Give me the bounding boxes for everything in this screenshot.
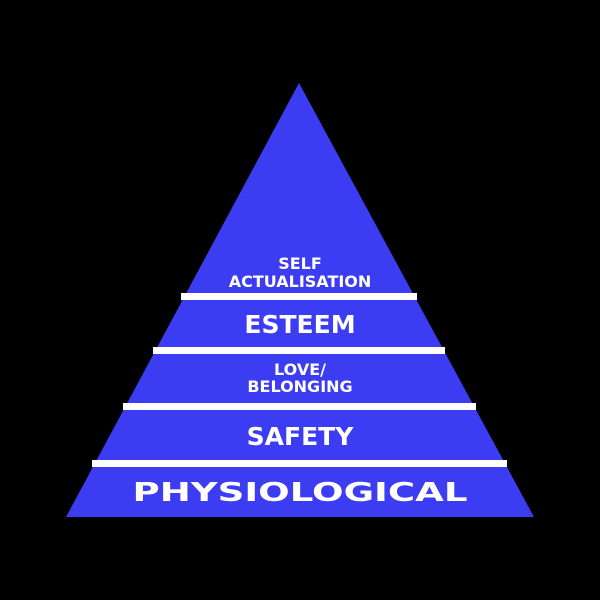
level-self-actualisation-line-1: SELF <box>278 254 322 273</box>
divider-3 <box>123 403 476 410</box>
level-love-belonging-line-2: BELONGING <box>247 377 352 396</box>
divider-4 <box>92 460 507 467</box>
divider-1 <box>181 293 417 300</box>
level-esteem: ESTEEM <box>244 310 355 339</box>
level-love-belonging-line-1: LOVE/ <box>274 360 326 379</box>
level-self-actualisation-line-2: ACTUALISATION <box>229 272 372 291</box>
divider-2 <box>153 347 445 354</box>
level-physiological: PHYSIOLOGICAL <box>133 478 468 508</box>
level-safety: SAFETY <box>247 422 355 451</box>
